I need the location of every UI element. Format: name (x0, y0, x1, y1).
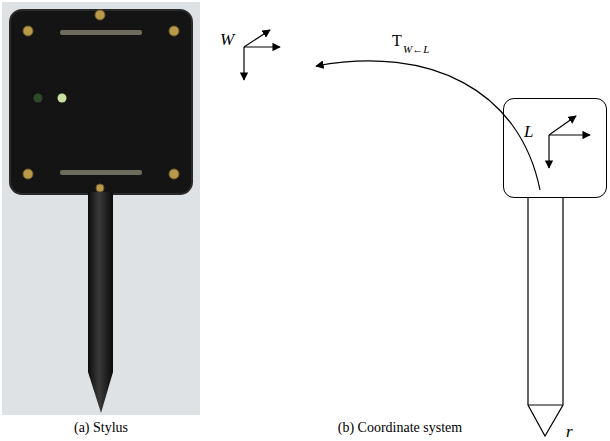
stylus-photo (2, 2, 200, 415)
stylus-shaft (528, 198, 563, 436)
subfigure-caption: (a) Stylus (74, 421, 128, 435)
stylus-body-box: L (503, 98, 607, 198)
tip-point-name: r (566, 423, 573, 440)
local-frame (549, 116, 590, 168)
frame-name: W (220, 31, 234, 48)
transform-symbol: T (392, 33, 402, 49)
transform-arrow (316, 61, 540, 190)
subfigure-caption: (b) Coordinate system (338, 421, 462, 435)
frame-name: L (524, 123, 533, 140)
stylus-tip-line (528, 404, 563, 405)
transform-subscript: W←L (403, 44, 429, 55)
world-frame (244, 30, 280, 80)
